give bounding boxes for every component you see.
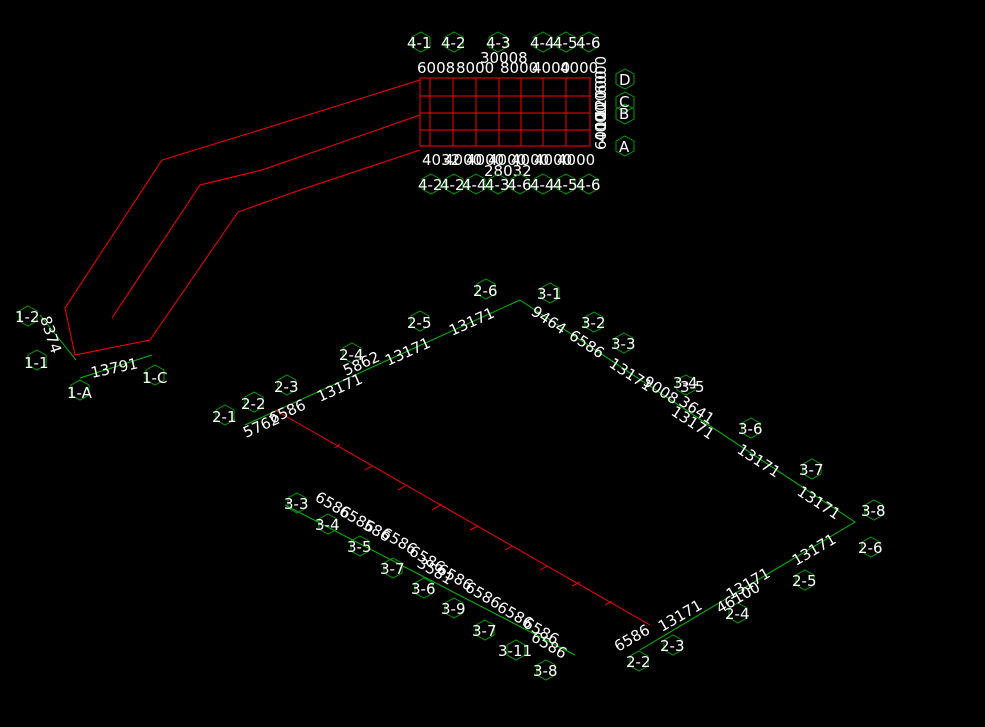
- axis-label: 2-6: [473, 282, 498, 300]
- axis-label: 2-2: [626, 653, 651, 671]
- dimension-text: 8000: [456, 59, 494, 77]
- dimension-text: 4000: [444, 151, 482, 169]
- axis-label: 4-4: [530, 34, 555, 52]
- axis-label: 4-2: [440, 176, 465, 194]
- dimension-text: 8374: [36, 314, 65, 356]
- connecting-beams: [64, 79, 421, 341]
- axis-label: 1-1: [24, 354, 49, 372]
- axis-label: 3-5: [347, 538, 372, 556]
- axis-label: 3-1: [537, 285, 562, 303]
- axis-label: 3-7: [380, 560, 405, 578]
- right-axis-bubbles: [615, 68, 635, 157]
- axis-label: 4-6: [576, 176, 601, 194]
- axis-label: 1-C: [142, 369, 167, 387]
- axis-label: 3-8: [861, 502, 886, 520]
- dimension-text: 4000: [488, 151, 526, 169]
- dimension-text: 4000: [557, 151, 595, 169]
- dimension-text: 1200: [592, 92, 610, 130]
- axis-label: 3-3: [611, 335, 636, 353]
- axis-label: 4-5: [553, 176, 578, 194]
- plan-outline: [419, 77, 591, 147]
- axis-label: 2-6: [858, 539, 883, 557]
- dimension-text: 13791: [89, 354, 139, 382]
- dimension-text: 12000: [592, 70, 610, 118]
- axis-label: 2-5: [407, 314, 432, 332]
- dimension-text: 4000: [532, 59, 570, 77]
- axis-label: 2-4: [339, 346, 364, 364]
- dimension-text: 4000: [592, 104, 610, 142]
- axis-label: 3-6: [411, 580, 436, 598]
- axis-label: 4-6: [507, 176, 532, 194]
- axis-label: 3-11: [498, 642, 532, 660]
- axis-label: 3-2: [581, 314, 606, 332]
- dimension-text: 4000: [534, 151, 572, 169]
- axis-label: 3-5: [680, 378, 705, 396]
- axis-label: 2-1: [212, 408, 237, 426]
- large-block-bubbles: [215, 278, 884, 681]
- axis-label: 3-9: [441, 600, 466, 618]
- axis-label: 4-1: [407, 34, 432, 52]
- dimension-text: 13171: [734, 440, 784, 481]
- dimension-text: 4000: [511, 151, 549, 169]
- dimension-text: 6586: [266, 396, 308, 428]
- axis-label: 2-3: [274, 378, 299, 396]
- axis-label: 4-2: [441, 34, 466, 52]
- dimension-text: 30008: [480, 49, 528, 67]
- dimension-text: 4000: [466, 151, 504, 169]
- axis-label: 2-3: [660, 637, 685, 655]
- dimension-text: 13171: [446, 304, 497, 340]
- axis-label: 4-6: [576, 34, 601, 52]
- axis-label: D: [619, 71, 631, 89]
- axis-label: 4-2: [418, 176, 443, 194]
- axis-label: 3-3: [284, 495, 309, 513]
- axis-label: 2-4: [725, 605, 750, 623]
- axis-label: C: [619, 93, 629, 111]
- dimension-text: 9464: [528, 302, 570, 338]
- bottom-axis-bubbles: [421, 173, 599, 195]
- axis-label: 4-3: [486, 34, 511, 52]
- axis-label: 4-4: [530, 176, 555, 194]
- dimension-text: 13171: [655, 596, 705, 635]
- axis-label: 3-7: [472, 622, 497, 640]
- dimension-text: 6000: [592, 112, 610, 150]
- dimension-text: 4000: [560, 59, 598, 77]
- axis-label: 4-3: [485, 176, 510, 194]
- axis-label: 2-5: [792, 572, 817, 590]
- dimension-text: 13171: [794, 482, 844, 523]
- axis-label: 3-4: [315, 516, 340, 534]
- dimension-text: 6586: [611, 621, 653, 656]
- axis-label: 1-A: [67, 384, 93, 402]
- left-block: [18, 305, 165, 401]
- axis-label: A: [619, 138, 630, 156]
- axis-label: 2-2: [241, 395, 266, 413]
- axis-label: 3-6: [738, 420, 763, 438]
- dimension-text: 6000: [592, 56, 610, 94]
- axis-label: 3-4: [673, 374, 698, 392]
- axis-label: 1-2: [15, 308, 40, 326]
- top-plan-grid: [419, 77, 591, 147]
- dimension-text: 6008: [417, 59, 455, 77]
- large-block-lines: [244, 299, 856, 656]
- dimension-text: 8000: [500, 59, 538, 77]
- axis-label: 3-7: [799, 461, 824, 479]
- axis-label: 4-4: [462, 176, 487, 194]
- top-axis-labels: [411, 31, 599, 53]
- dimension-text: 4032: [422, 151, 460, 169]
- dimension-text: 13171: [789, 530, 839, 569]
- axis-label: B: [619, 105, 629, 123]
- dimension-text: 13171: [382, 334, 433, 370]
- axis-label: 3-8: [533, 662, 558, 680]
- axis-label: 4-5: [553, 34, 578, 52]
